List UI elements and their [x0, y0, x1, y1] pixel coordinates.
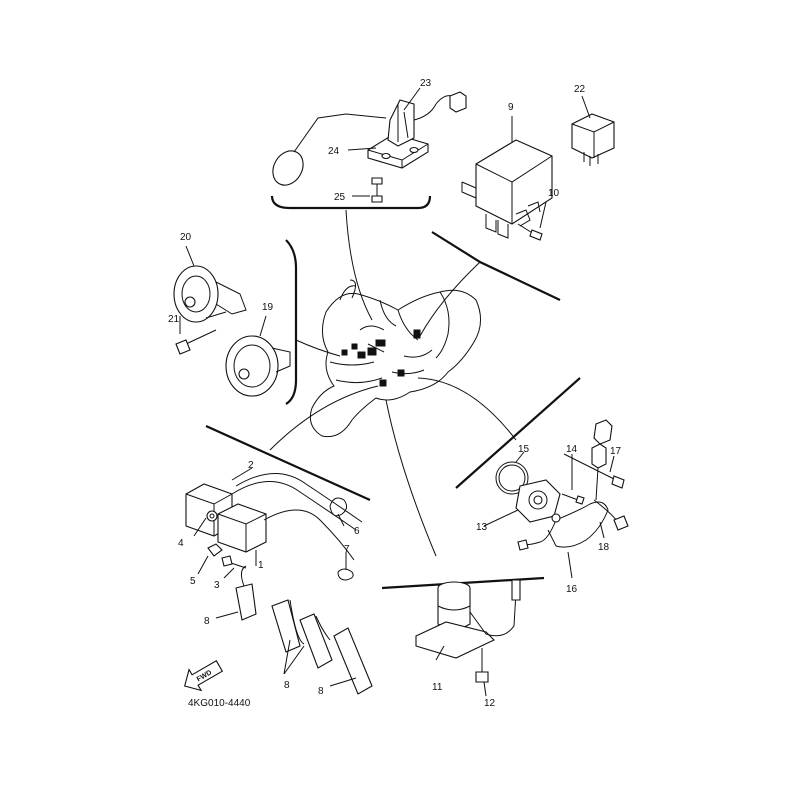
callout-label: 14	[566, 444, 578, 455]
part-11-solenoid	[415, 579, 521, 659]
part-8-plug-cap-c	[299, 613, 373, 695]
part-4-nut	[206, 510, 218, 522]
part-19-horn	[225, 335, 291, 397]
callout-label: 2	[248, 460, 254, 471]
callout-label: 8	[284, 680, 290, 691]
callout-label: 15	[518, 444, 530, 455]
part-7-clip	[337, 568, 354, 581]
part-9-cdi-unit	[461, 139, 553, 239]
part-16-lead	[517, 501, 609, 551]
callout-label: 19	[262, 302, 274, 313]
callout-label: 5	[190, 576, 196, 587]
callout-label: 21	[168, 314, 180, 325]
part-8-plug-cap-b	[271, 599, 305, 653]
callout-label: 23	[420, 78, 432, 89]
part-21-bolt	[175, 329, 217, 355]
callout-label: 10	[548, 188, 560, 199]
callout-leaders	[179, 87, 615, 697]
callout-label: 17	[610, 446, 622, 457]
callout-label: 16	[566, 584, 578, 595]
part-3-bolt	[221, 555, 247, 569]
callout-label: 8	[318, 686, 324, 697]
leader-lines	[269, 209, 517, 557]
part-8-plug-cap-a	[235, 565, 257, 621]
callout-label: 3	[214, 580, 220, 591]
callout-label: 20	[180, 232, 192, 243]
callout-label: 25	[334, 192, 346, 203]
part-25-screw	[371, 177, 383, 203]
callout-label: 18	[598, 542, 610, 553]
callout-label: 6	[354, 526, 360, 537]
part-14-screw	[561, 493, 585, 505]
callout-label: 9	[508, 102, 514, 113]
part-22-relay	[571, 113, 615, 166]
part-12-bolt	[475, 648, 489, 683]
part-18-band	[593, 499, 629, 531]
callout-labels: 1 2 3 4 5 6 7 8 8 8 9 10 11 12 13 14 15 …	[168, 78, 622, 709]
frame-outline	[309, 279, 481, 438]
callout-label: 8	[204, 616, 210, 627]
callout-label: 7	[344, 544, 350, 555]
callout-label: 1	[258, 560, 264, 571]
part-23-fuel-sender	[272, 91, 467, 186]
part-6-clip	[329, 497, 348, 517]
diagram-code: 4KG010-4440	[188, 698, 251, 709]
callout-label: 12	[484, 698, 496, 709]
part-17-lead	[563, 419, 625, 501]
part-2-ignition-coil	[185, 473, 363, 561]
callout-label: 24	[328, 146, 340, 157]
callout-label: 13	[476, 522, 488, 533]
part-5-nut	[207, 543, 223, 557]
callout-label: 11	[432, 682, 443, 693]
part-20-horn	[173, 265, 247, 323]
fwd-arrow-icon: FWD	[184, 660, 224, 692]
part-10-bolt	[517, 223, 543, 241]
callout-label: 22	[574, 84, 586, 95]
part-15-o-ring	[495, 461, 529, 495]
callout-label: 4	[178, 538, 184, 549]
